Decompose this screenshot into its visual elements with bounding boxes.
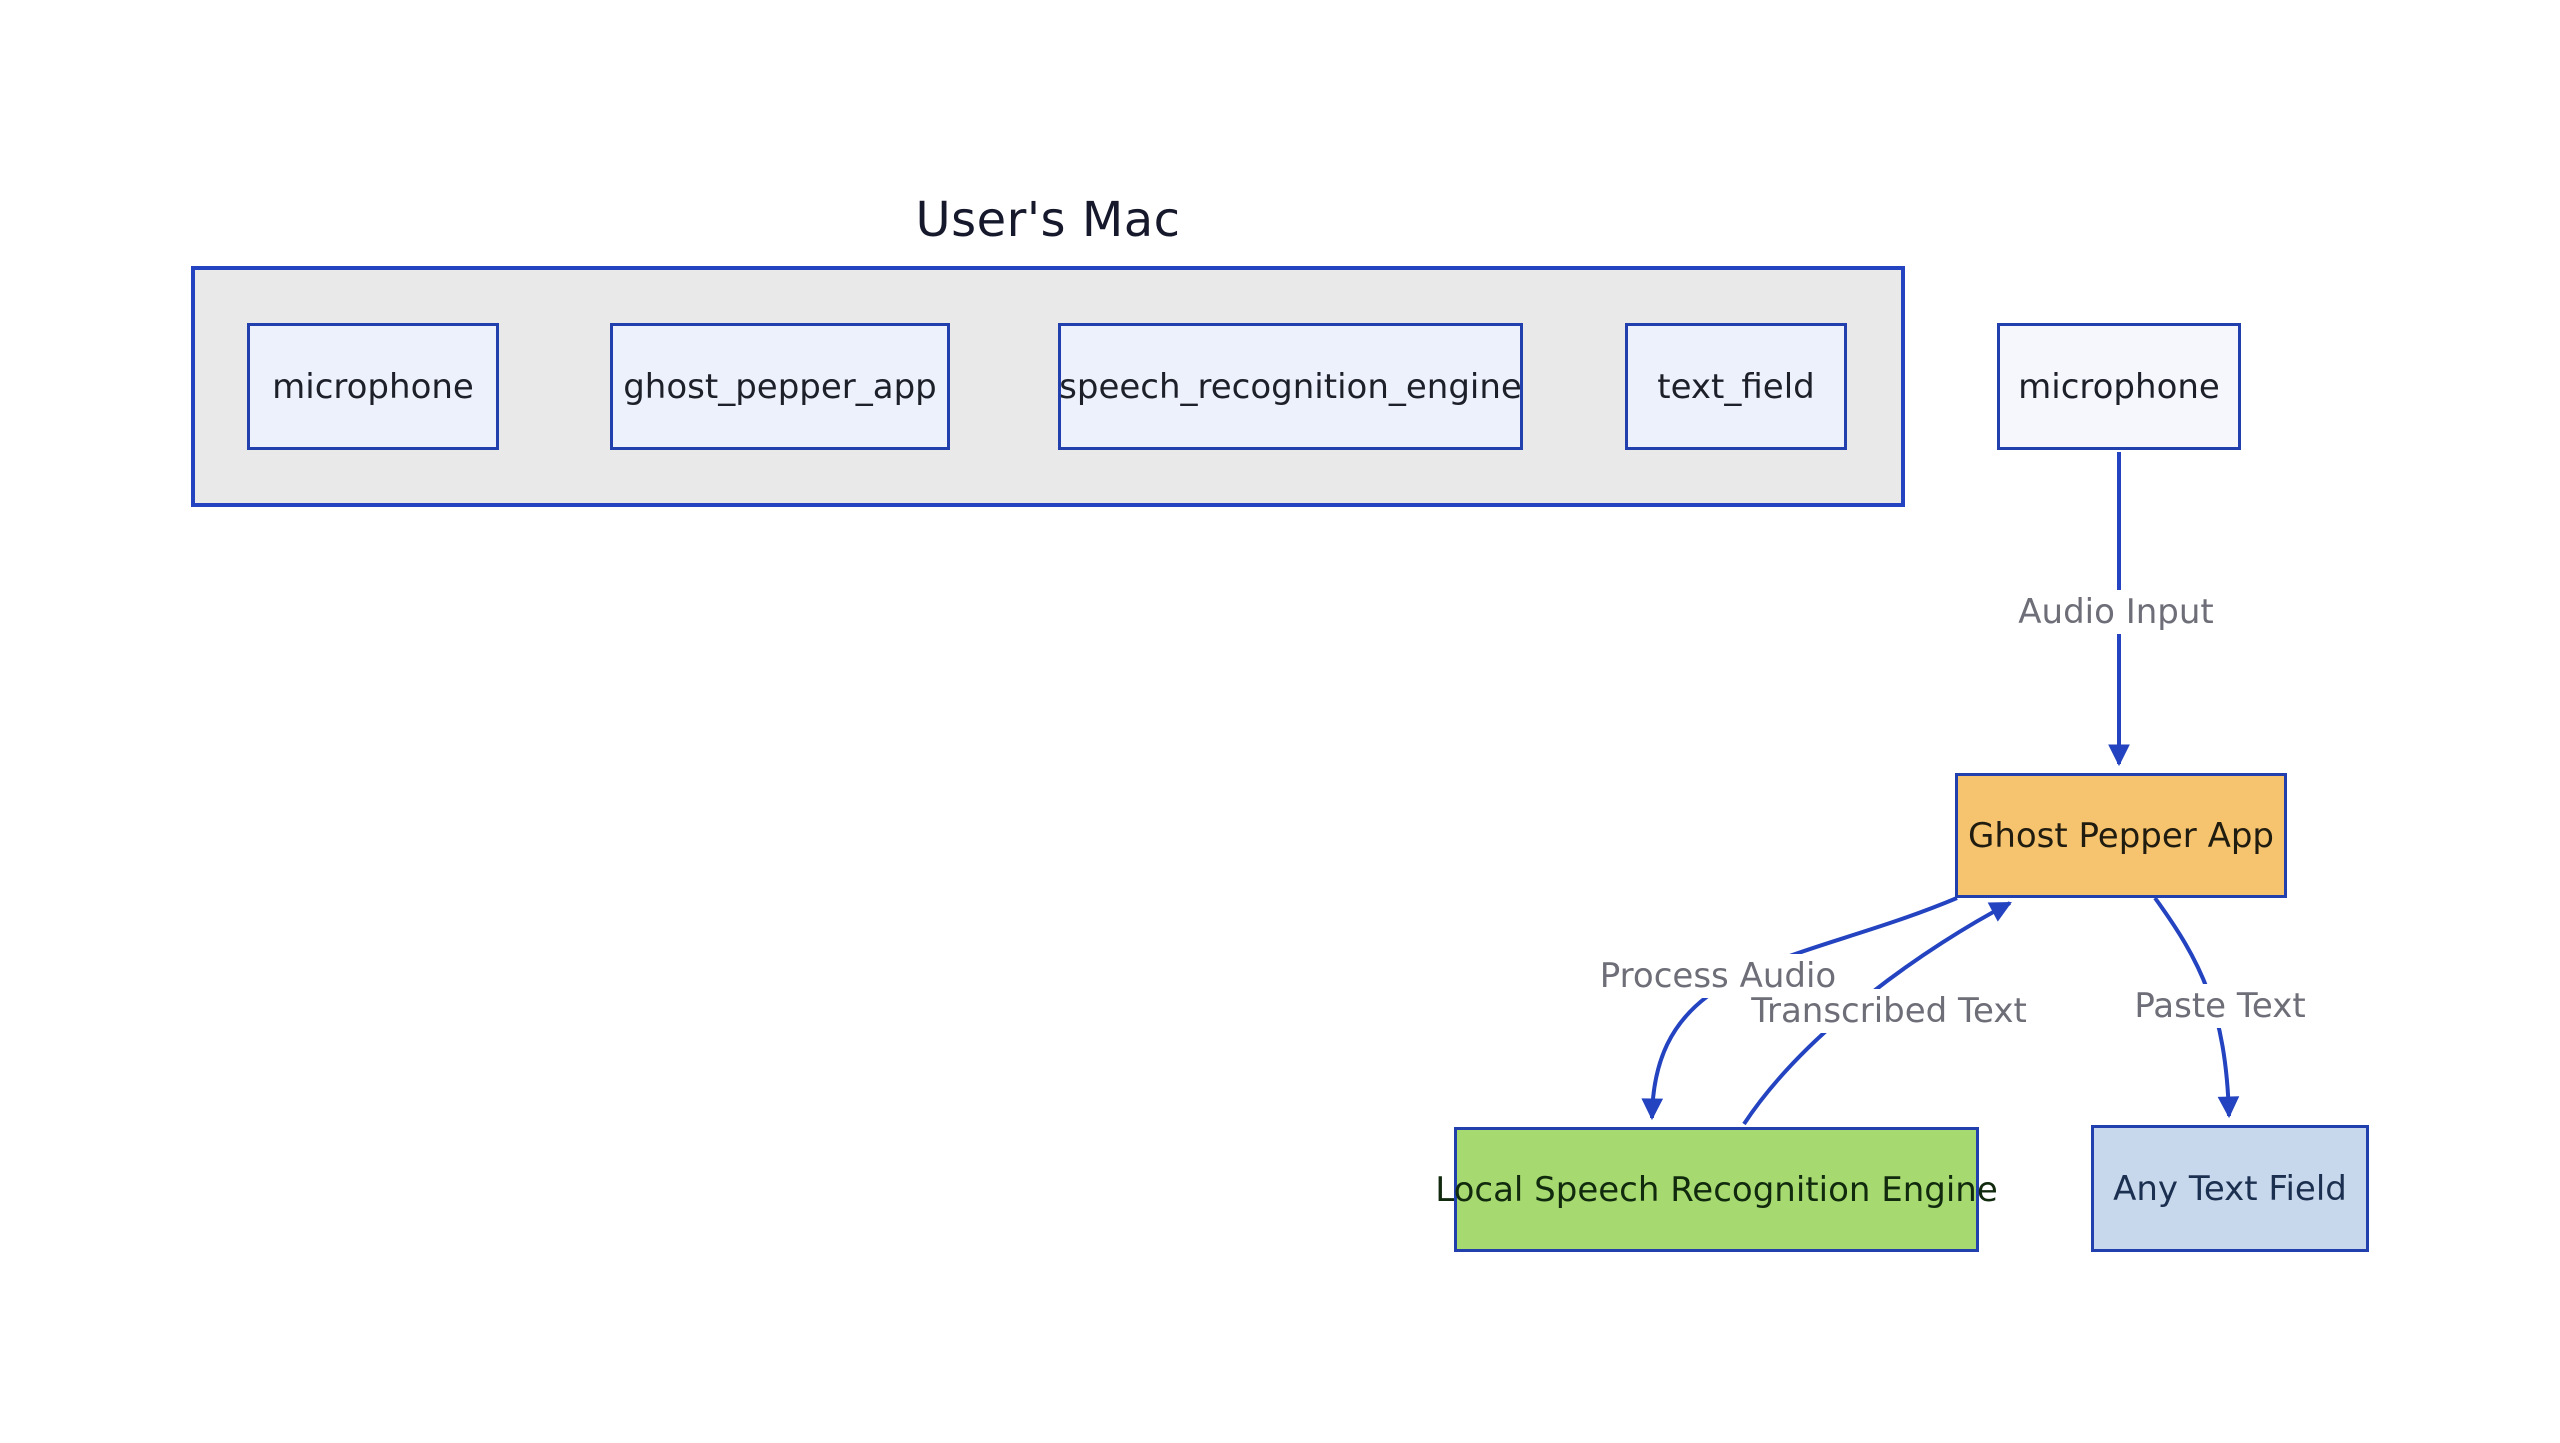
node-ghost-pepper-app-label: Ghost Pepper App <box>1967 815 2275 856</box>
node-text-field-cluster-label: text_field <box>1657 366 1815 407</box>
node-microphone-label: microphone <box>2018 366 2220 407</box>
cluster-title: User's Mac <box>915 192 1181 248</box>
node-text-field-cluster: text_field <box>1625 323 1847 450</box>
node-local-speech-recognition-engine-label: Local Speech Recognition Engine <box>1435 1169 1998 1210</box>
node-local-speech-recognition-engine: Local Speech Recognition Engine <box>1435 1127 1998 1252</box>
edge-label-transcribed-text: Transcribed Text <box>1743 989 2035 1033</box>
edge-label-audio-input: Audio Input <box>2010 590 2222 634</box>
node-microphone-cluster-label: microphone <box>272 366 474 407</box>
node-speech-recognition-engine-cluster-label: speech_recognition_engine <box>1059 366 1522 407</box>
node-ghost-pepper-app-cluster: ghost_pepper_app <box>610 323 950 450</box>
edge-label-paste-text: Paste Text <box>2126 984 2314 1028</box>
node-microphone-cluster: microphone <box>247 323 499 450</box>
node-microphone: microphone <box>1997 323 2241 450</box>
node-ghost-pepper-app-cluster-label: ghost_pepper_app <box>623 366 937 407</box>
node-any-text-field-label: Any Text Field <box>2113 1168 2347 1209</box>
node-ghost-pepper-app: Ghost Pepper App <box>1955 773 2287 898</box>
node-speech-recognition-engine-cluster: speech_recognition_engine <box>1058 323 1523 450</box>
node-any-text-field: Any Text Field <box>2091 1125 2369 1252</box>
